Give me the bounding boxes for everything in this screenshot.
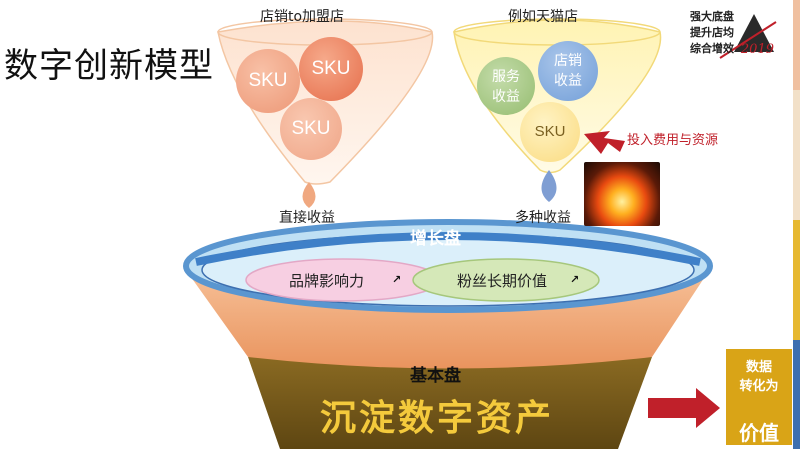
store-label-2: 收益 [554,72,582,88]
left-funnel-label: 店销to加盟店 [260,9,345,25]
right-edge-bar [793,0,800,449]
right-funnel [453,18,662,202]
sku-label-2: SKU [311,58,351,79]
sku-label-1: SKU [248,70,288,91]
fans-value-label: 粉丝长期价值 [457,272,548,290]
multi-revenue-label: 多种收益 [515,210,571,226]
sku-circle-1 [236,49,300,113]
brand-influence-label: 品牌影响力 [289,272,365,290]
right-funnel-label: 例如天猫店 [508,9,578,25]
value-line-1: 数据 [745,360,772,375]
value-box: 数据 转化为 价值 [726,349,792,445]
base-section [248,357,652,449]
logo-mark [719,14,777,59]
base-label: 基本盘 [410,366,461,386]
left-funnel [217,18,434,208]
sku-label-right: SKU [534,123,566,140]
main-funnel [183,219,713,449]
sku-label-3: SKU [291,118,331,139]
service-label-1: 服务 [492,68,520,84]
logo-line-2: 提升店均 [690,26,734,39]
logo-year: 2019 [740,42,774,57]
fire-image [584,162,660,226]
growth-label: 增长盘 [410,229,461,249]
sku-circle-2 [299,37,363,101]
up-arrow-icon: ↗ [570,273,580,286]
left-drop [302,182,316,208]
direct-revenue-label: 直接收益 [279,210,335,226]
store-revenue-circle [538,41,598,101]
service-label-2: 收益 [492,88,520,104]
value-line-2: 转化为 [739,379,779,394]
store-label-1: 店销 [554,52,582,68]
sku-circle-3 [280,98,342,160]
service-revenue-circle [477,57,535,115]
input-arrow [584,131,625,154]
sku-circle-right [520,102,580,162]
up-arrow-icon: ↗ [392,273,402,286]
logo-line-3: 综合增效 [690,42,734,55]
logo: 强大底盘 提升店均 综合增效 2019 [664,2,776,66]
fans-pill [412,258,600,302]
value-line-3: 价值 [739,421,779,445]
page-title: 数字创新模型 [4,46,214,86]
logo-line-1: 强大底盘 [690,10,734,23]
right-drop [541,170,557,202]
invest-label: 投入费用与资源 [627,133,719,148]
sediment-label: 沉淀数字资产 [320,398,555,439]
value-arrow [648,388,720,428]
growth-body [183,266,712,369]
